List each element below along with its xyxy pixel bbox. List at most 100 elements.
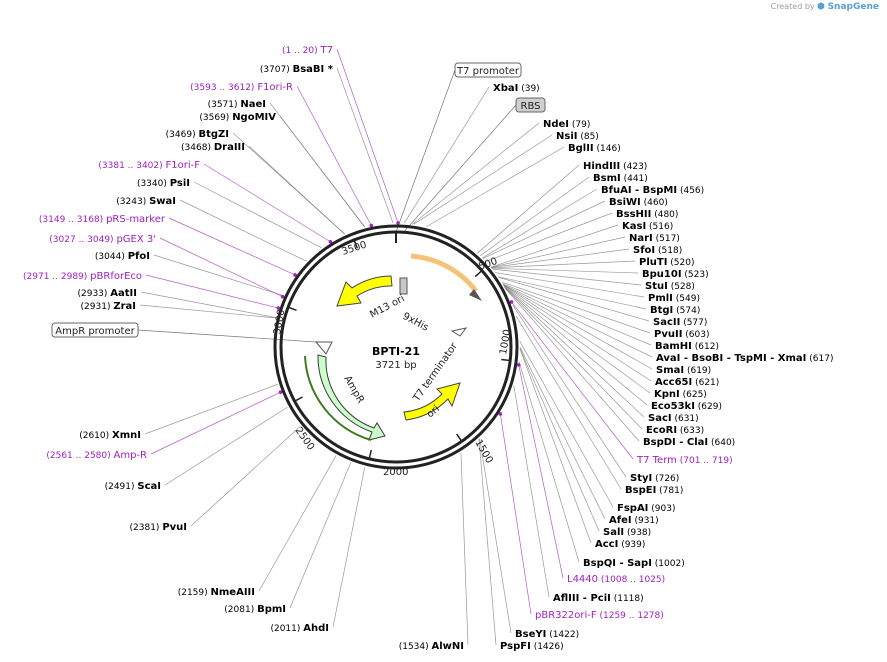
enzyme-position: (523): [682, 270, 709, 280]
enzyme-suffix: *: [324, 64, 333, 75]
enzyme-site-xbai[interactable]: XbaI (39): [493, 83, 540, 94]
primer-site-pgex-3[interactable]: (3027 .. 3049) pGEX 3': [49, 234, 156, 245]
boxed-label-rbs[interactable]: [515, 97, 546, 113]
enzyme-site-sacii[interactable]: SacII (577): [653, 317, 707, 328]
enzyme-site-aatii[interactable]: (2933) AatII: [77, 288, 137, 299]
plasmid-name: BPTI-21: [372, 345, 420, 358]
enzyme-position: (2381): [130, 523, 163, 533]
enzyme-site-naei[interactable]: (3571) NaeI: [208, 99, 266, 110]
enzyme-site-bsabi[interactable]: (3707) BsaBI *: [260, 64, 334, 75]
label-connector: [505, 288, 640, 442]
enzyme-name: ScaI: [137, 481, 161, 492]
enzyme-site-btgi[interactable]: BtgI (574): [650, 305, 700, 316]
enzyme-site-sfoi[interactable]: SfoI (518): [633, 245, 682, 256]
enzyme-site-swai[interactable]: (3243) SwaI: [116, 196, 176, 207]
enzyme-position: (938): [624, 528, 651, 538]
enzyme-site-saci[interactable]: SacI (631): [648, 413, 699, 424]
primer-range: (3149 .. 3168): [39, 215, 106, 225]
primer-site-pbrforeco[interactable]: (2971 .. 2989) pBRforEco: [23, 271, 142, 282]
enzyme-isoschizomers: - BsoBI - TspMI - XmaI: [680, 353, 806, 364]
label-connector: [518, 364, 564, 579]
primer-site-amp-r[interactable]: (2561 .. 2580) Amp-R: [46, 450, 147, 461]
enzyme-site-bpmi[interactable]: (2081) BpmI: [224, 604, 286, 615]
label-connector: [479, 438, 512, 634]
enzyme-site-ecori[interactable]: EcoRI (633): [646, 425, 704, 436]
enzyme-site-pvui[interactable]: (2381) PvuI: [130, 522, 187, 533]
enzyme-site-ngomiv[interactable]: (3569) NgoMIV: [199, 112, 276, 123]
primer-binding-mark: [276, 306, 281, 310]
enzyme-position: (516): [646, 222, 673, 232]
primer-site-f1ori-r[interactable]: (3593 .. 3612) F1ori-R: [190, 82, 293, 93]
enzyme-site-sali[interactable]: SalI (938): [603, 527, 651, 538]
enzyme-site-avai[interactable]: AvaI - BsoBI - TspMI - XmaI (617): [656, 353, 833, 364]
enzyme-site-acci[interactable]: AccI (939): [595, 539, 645, 550]
enzyme-site-kasi[interactable]: KasI (516): [622, 221, 673, 232]
label-connectors: [137, 48, 653, 646]
enzyme-site-afliii[interactable]: AflIII - PciI (1118): [553, 593, 644, 604]
enzyme-site-bspqi[interactable]: BspQI - SapI (1002): [583, 558, 685, 569]
enzyme-site-draiii[interactable]: (3468) DraIII: [181, 142, 245, 153]
enzyme-site-ndei[interactable]: NdeI (79): [543, 119, 590, 130]
enzyme-site-bsmi[interactable]: BsmI (441): [593, 173, 648, 184]
boxed-label-t7-promoter[interactable]: [454, 62, 522, 78]
primer-site-l4440[interactable]: L4440 (1008 .. 1025): [567, 574, 665, 585]
enzyme-site-pmli[interactable]: PmlI (549): [648, 293, 700, 304]
enzyme-isoschizomers: - SapI: [616, 558, 652, 569]
enzyme-site-pluti[interactable]: PluTI (520): [639, 257, 694, 268]
enzyme-site-bpu10i[interactable]: Bpu10I (523): [642, 269, 709, 280]
primer-site-t7-term[interactable]: T7 Term (701 .. 719): [636, 455, 733, 466]
enzyme-site-nsii[interactable]: NsiI (85): [556, 131, 599, 142]
enzyme-site-eco53ki[interactable]: Eco53kI (629): [651, 401, 722, 412]
enzyme-site-nmeaiii[interactable]: (2159) NmeAIII: [178, 587, 255, 598]
enzyme-site-bsiwi[interactable]: BsiWI (460): [609, 197, 668, 208]
enzyme-site-bseyi[interactable]: BseYI (1422): [515, 629, 579, 640]
enzyme-site-stui[interactable]: StuI (528): [645, 281, 695, 292]
enzyme-site-scai[interactable]: (2491) ScaI: [105, 481, 161, 492]
enzyme-site-fspai[interactable]: FspAI (903): [617, 503, 675, 514]
enzyme-site-pspfi[interactable]: PspFI (1426): [500, 641, 564, 652]
enzyme-site-bspdi[interactable]: BspDI - ClaI (640): [643, 437, 735, 448]
enzyme-site-btgzi[interactable]: (3469) BtgZI: [166, 129, 229, 140]
enzyme-site-bamhi[interactable]: BamHI (612): [655, 341, 719, 352]
enzyme-site-styi[interactable]: StyI (726): [630, 473, 679, 484]
label-connector: [502, 283, 652, 346]
enzyme-position: (480): [651, 210, 678, 220]
enzyme-site-pfoi[interactable]: (3044) PfoI: [95, 251, 150, 262]
enzyme-site-psii[interactable]: (3340) PsiI: [137, 178, 190, 189]
enzyme-site-xmni[interactable]: (2610) XmnI: [79, 430, 141, 441]
enzyme-site-bglii[interactable]: BglII (146): [568, 143, 621, 154]
primer-binding-mark: [498, 412, 503, 416]
enzyme-name: BsmI: [593, 173, 621, 184]
enzyme-site-bsshii[interactable]: BssHII (480): [616, 209, 678, 220]
enzyme-site-nari[interactable]: NarI (517): [629, 233, 680, 244]
primer-site-prs-marker[interactable]: (3149 .. 3168) pRS-marker: [39, 214, 166, 225]
boxed-label-text: T7 promoter: [456, 66, 520, 77]
label-connector: [153, 254, 284, 296]
enzyme-site-ahdi[interactable]: (2011) AhdI: [270, 623, 329, 634]
enzyme-name: BspDI: [643, 437, 676, 448]
enzyme-site-bspei[interactable]: BspEI (781): [625, 485, 683, 496]
label-connector: [504, 286, 645, 418]
enzyme-name: BspEI: [625, 485, 656, 496]
primer-name: Amp-R: [114, 450, 148, 461]
enzyme-site-zrai[interactable]: (2931) ZraI: [81, 301, 136, 312]
enzyme-name: EcoRI: [646, 425, 677, 436]
enzyme-site-kpni[interactable]: KpnI (625): [654, 389, 707, 400]
enzyme-site-hindiii[interactable]: HindIII (423): [583, 161, 647, 172]
ruler-tick: [368, 449, 372, 459]
enzyme-site-alwni[interactable]: (1534) AlwNI: [399, 641, 464, 652]
primer-site-t7[interactable]: (1 .. 20) T7: [282, 45, 333, 56]
enzyme-site-afei[interactable]: AfeI (931): [609, 515, 659, 526]
enzyme-site-bfuai[interactable]: BfuAI - BspMI (456): [601, 185, 704, 196]
primer-site-f1ori-f[interactable]: (3381 .. 3402) F1ori-F: [98, 160, 200, 171]
boxed-label-ampr-promoter[interactable]: [51, 322, 139, 338]
primer-site-pbr322ori-f[interactable]: pBR322ori-F (1259 .. 1278): [535, 610, 664, 621]
label-connector: [203, 163, 331, 243]
label-connector: [491, 260, 636, 269]
primer-range: (701 .. 719): [677, 456, 733, 466]
enzyme-site-pvuii[interactable]: PvuII (603): [654, 329, 709, 340]
primer-name: T7: [320, 45, 333, 56]
enzyme-name: AccI: [595, 539, 618, 550]
enzyme-site-smai[interactable]: SmaI (619): [656, 365, 711, 376]
enzyme-site-acc65i[interactable]: Acc65I (621): [655, 377, 719, 388]
